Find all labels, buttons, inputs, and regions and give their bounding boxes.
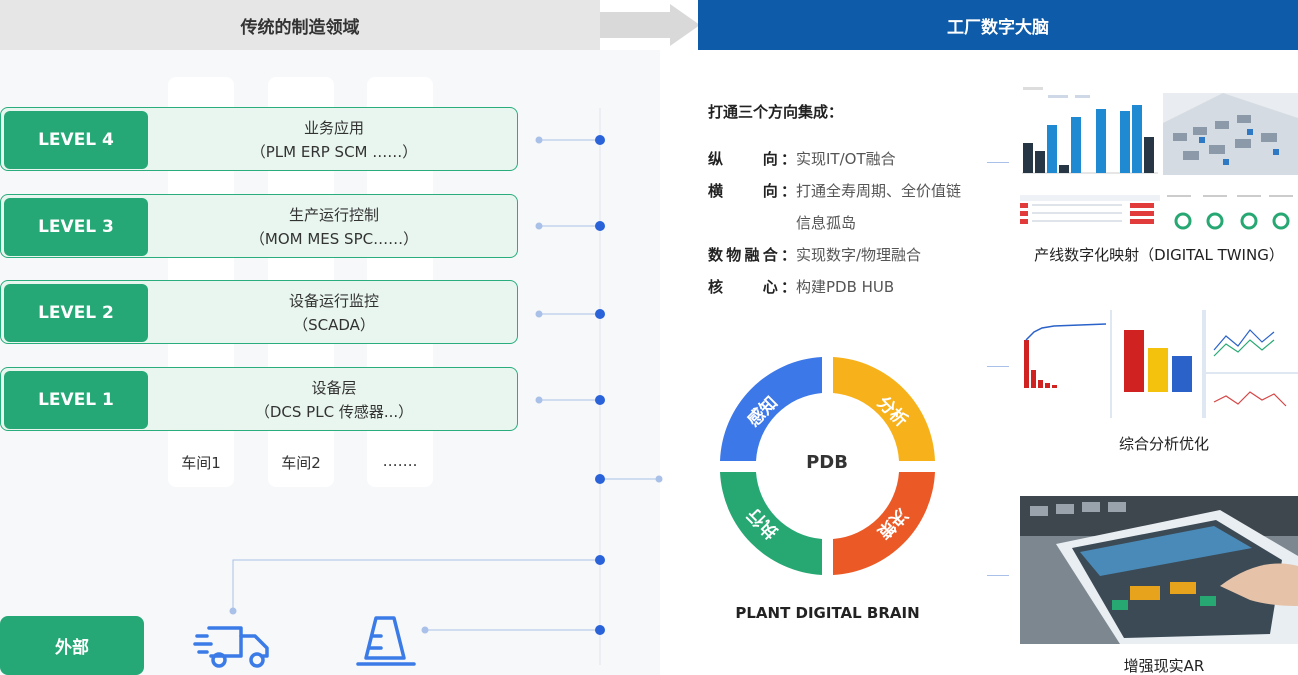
ar-caption: 增强现实AR [1123, 657, 1205, 675]
level-2-systems: （SCADA） [293, 316, 375, 334]
level-1-badge: LEVEL 1 [4, 371, 148, 429]
level-1-systems: （DCS PLC 传感器...） [254, 403, 414, 421]
traditional-header: 传统的制造领域 [0, 0, 600, 50]
level-2-description: 设备运行监控 （SCADA） [151, 289, 517, 337]
ar-tablet-thumbnail [1020, 496, 1298, 644]
level-4-badge: LEVEL 4 [4, 111, 148, 169]
level-1-row: LEVEL 1 设备层 （DCS PLC 传感器...） [0, 367, 518, 431]
plant-digital-brain-ring: 感知 分析 决策 执行 PDB [720, 357, 935, 575]
cone-icon [356, 616, 416, 666]
analysis-caption: 综合分析优化 [1118, 435, 1209, 453]
truck-icon [193, 626, 269, 668]
header-arrow-icon [600, 4, 700, 46]
workshop-2-label: 车间2 [281, 454, 321, 472]
image-connector-tick [987, 575, 1009, 576]
level-3-row: LEVEL 3 生产运行控制 （MOM MES SPC……） [0, 194, 518, 258]
external-badge: 外部 [0, 616, 144, 675]
level-3-systems: （MOM MES SPC……） [249, 230, 419, 248]
level-1-description: 设备层 （DCS PLC 传感器...） [151, 376, 517, 424]
workshop-more-label: ……. [382, 452, 418, 470]
digital-brain-header: 工厂数字大脑 [698, 0, 1298, 50]
level-1-title: 设备层 [311, 379, 357, 397]
intro-key: 横 向： [708, 182, 796, 200]
intro-row-core: 核 心：构建PDB HUB [708, 276, 894, 297]
intro-value: 信息孤岛 [796, 214, 857, 232]
digital-twin-caption: 产线数字化映射（DIGITAL TWING） [1034, 246, 1284, 264]
intro-row-vertical: 纵 向：实现IT/OT融合 [708, 148, 896, 169]
level-3-description: 生产运行控制 （MOM MES SPC……） [151, 203, 517, 251]
brain-segment-analyze [833, 357, 935, 461]
kpi-gauge-thumbnail [1163, 183, 1298, 233]
integration-title: 打通三个方向集成： [708, 103, 844, 121]
intro-value: 打通全寿周期、全价值链 [796, 182, 962, 200]
intro-key: 核 心： [708, 278, 796, 296]
analysis-dashboard-thumbnail [1020, 310, 1298, 418]
brain-segment-perceive [720, 357, 822, 461]
level-4-systems: （PLM ERP SCM ……） [250, 143, 418, 161]
workshop-1-label: 车间1 [181, 454, 221, 472]
level-4-row: LEVEL 4 业务应用 （PLM ERP SCM ……） [0, 107, 518, 171]
factory-3d-thumbnail [1163, 93, 1298, 175]
brain-segment-decide [833, 472, 935, 575]
level-2-title: 设备运行监控 [288, 292, 379, 310]
brain-center-label: PDB [806, 452, 848, 473]
level-3-badge: LEVEL 3 [4, 198, 148, 256]
intro-row-horizontal-cont: 信息孤岛 [708, 212, 856, 233]
intro-row-fusion: 数物融合：实现数字/物理融合 [708, 244, 921, 265]
intro-key: 纵 向： [708, 150, 796, 168]
image-connector-tick [987, 162, 1009, 163]
intro-key: 数物融合： [708, 246, 796, 264]
table-thumbnail [1020, 183, 1160, 233]
bar-chart-thumbnail [1020, 85, 1160, 175]
image-connector-tick [987, 366, 1009, 367]
intro-value: 实现数字/物理融合 [796, 246, 922, 264]
intro-value: 构建PDB HUB [796, 278, 895, 296]
level-3-title: 生产运行控制 [288, 206, 379, 224]
level-4-description: 业务应用 （PLM ERP SCM ……） [151, 116, 517, 164]
intro-row-horizontal: 横 向：打通全寿周期、全价值链 [708, 180, 961, 201]
brain-segment-execute [720, 472, 822, 575]
brain-caption: PLANT DIGITAL BRAIN [735, 604, 920, 622]
level-2-badge: LEVEL 2 [4, 284, 148, 342]
level-2-row: LEVEL 2 设备运行监控 （SCADA） [0, 280, 518, 344]
level-4-title: 业务应用 [303, 119, 364, 137]
intro-value: 实现IT/OT融合 [796, 150, 896, 168]
